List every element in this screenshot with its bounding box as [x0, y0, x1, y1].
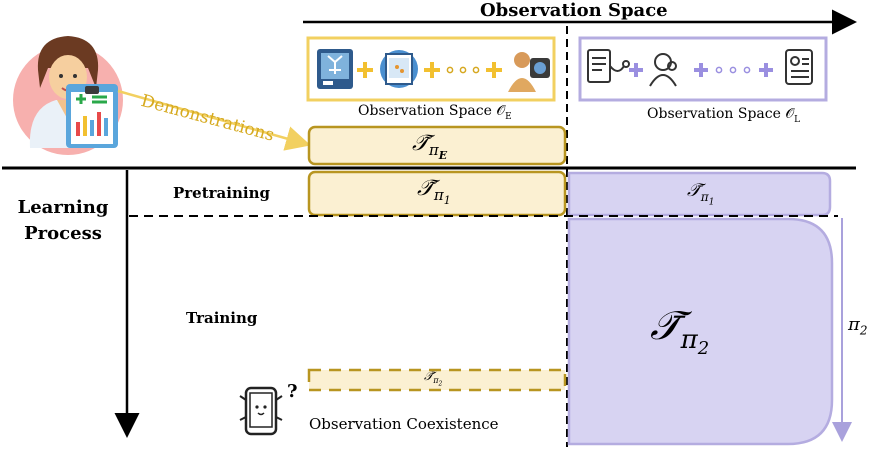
- pretraining-left-trajectory-label: 𝒯̃π1: [417, 176, 451, 207]
- learner-space-caption: Observation Space 𝒪L: [647, 106, 800, 125]
- learner-space-caption-text: Observation Space 𝒪: [647, 106, 795, 122]
- plus-icon: [629, 63, 643, 77]
- training-right-trajectory-label: 𝒯̄π2: [650, 303, 709, 359]
- ellipsis-dots: [446, 66, 480, 74]
- learner-space-subscript: L: [794, 114, 801, 125]
- patient-magnifier-icon: [649, 53, 677, 87]
- observation-space-title: Observation Space: [480, 0, 668, 21]
- pretraining-label: Pretraining: [173, 184, 270, 202]
- policy-label: π2: [848, 314, 867, 338]
- policy-sub: 2: [859, 323, 868, 338]
- expert-trajectory-label: 𝒯̃πE: [412, 131, 447, 162]
- doctor-scanner-icon: [508, 52, 550, 92]
- observation-coexistence-label: Observation Coexistence: [309, 415, 499, 433]
- xray-icon: [317, 49, 353, 89]
- traj-sub: π: [428, 141, 439, 160]
- doctor-avatar: [13, 36, 123, 155]
- expert-space-caption-text: Observation Space 𝒪: [358, 103, 506, 119]
- policy-base: π: [848, 314, 860, 335]
- traj-subsub: E: [438, 149, 448, 163]
- plus-icon: [424, 62, 440, 78]
- demonstrations-arrow: [117, 89, 311, 151]
- traj-sub: π: [433, 376, 439, 386]
- traj-base: 𝒯̃: [412, 131, 429, 156]
- traj-subsub: 2: [438, 380, 443, 388]
- pretraining-right-box: [567, 171, 832, 217]
- plus-icon: [694, 63, 708, 77]
- scan-icon: [380, 50, 418, 88]
- traj-subsub: 1: [443, 194, 451, 208]
- plus-icon: [759, 63, 773, 77]
- traj-base: 𝒯̄: [650, 303, 681, 349]
- learning-process-line2: Process: [24, 223, 102, 244]
- traj-sub: π: [700, 189, 709, 204]
- expert-space-caption: Observation Space 𝒪E: [358, 103, 512, 122]
- training-right-box: [567, 217, 834, 446]
- training-left-dashed-box: [307, 368, 567, 392]
- confused-tablet-icon: [239, 386, 283, 436]
- traj-subsub: 1: [708, 196, 715, 207]
- pretraining-right-trajectory-label: 𝒯̄π1: [687, 180, 714, 207]
- plus-icon: [357, 62, 373, 78]
- plus-icon: [486, 62, 502, 78]
- traj-base: 𝒯̄: [687, 180, 701, 201]
- checklist-stethoscope-icon: [587, 49, 630, 83]
- traj-sub: π: [433, 186, 444, 205]
- learning-process-line1: Learning: [17, 197, 109, 218]
- question-mark: ?: [287, 381, 298, 402]
- training-label: Training: [186, 309, 258, 327]
- training-left-trajectory-label: 𝒯̃π2: [424, 369, 442, 388]
- traj-sub: π: [680, 325, 698, 355]
- medical-record-icon: [785, 49, 813, 85]
- traj-subsub: 2: [697, 338, 710, 360]
- expert-space-subscript: E: [505, 111, 512, 122]
- traj-base: 𝒯̃: [417, 176, 434, 201]
- expert-trajectory-box: [307, 125, 567, 166]
- traj-base: 𝒯̃: [424, 369, 434, 383]
- ellipsis-dots: [715, 66, 751, 74]
